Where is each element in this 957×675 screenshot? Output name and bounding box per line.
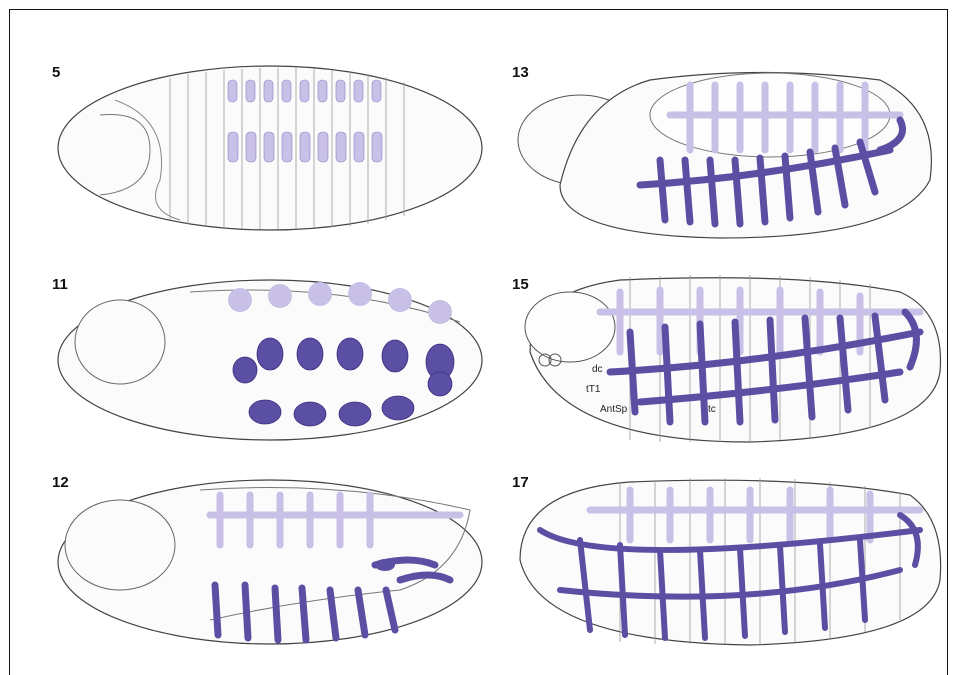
stage-label-15: 15 [512,276,529,293]
stage-label-12: 12 [52,474,69,491]
embryo-stage-12: 12 [40,470,490,655]
stage-15-drawing: dc tT1 AntSp tc [500,272,950,457]
label-tc: tc [708,404,716,415]
stage-label-13: 13 [512,64,529,81]
embryo-stage-11: 11 [40,272,490,457]
stage-17-drawing [500,470,950,655]
stage-12-drawing [40,470,490,655]
stage-5-drawing [40,60,490,245]
embryo-stage-13: 13 [500,60,950,245]
stage-13-drawing [500,60,950,245]
embryo-stage-5: 5 [40,60,490,245]
label-dc: dc [592,364,603,375]
label-tT1: tT1 [586,384,601,395]
stage-label-17: 17 [512,474,529,491]
stage-label-11: 11 [52,276,68,293]
label-AntSp: AntSp [600,404,628,415]
embryo-stage-17: 17 [500,470,950,655]
stage-label-5: 5 [52,64,60,81]
embryo-stage-15: 15 dc tT1 AntSp t [500,272,950,457]
stage-11-drawing [40,272,490,457]
